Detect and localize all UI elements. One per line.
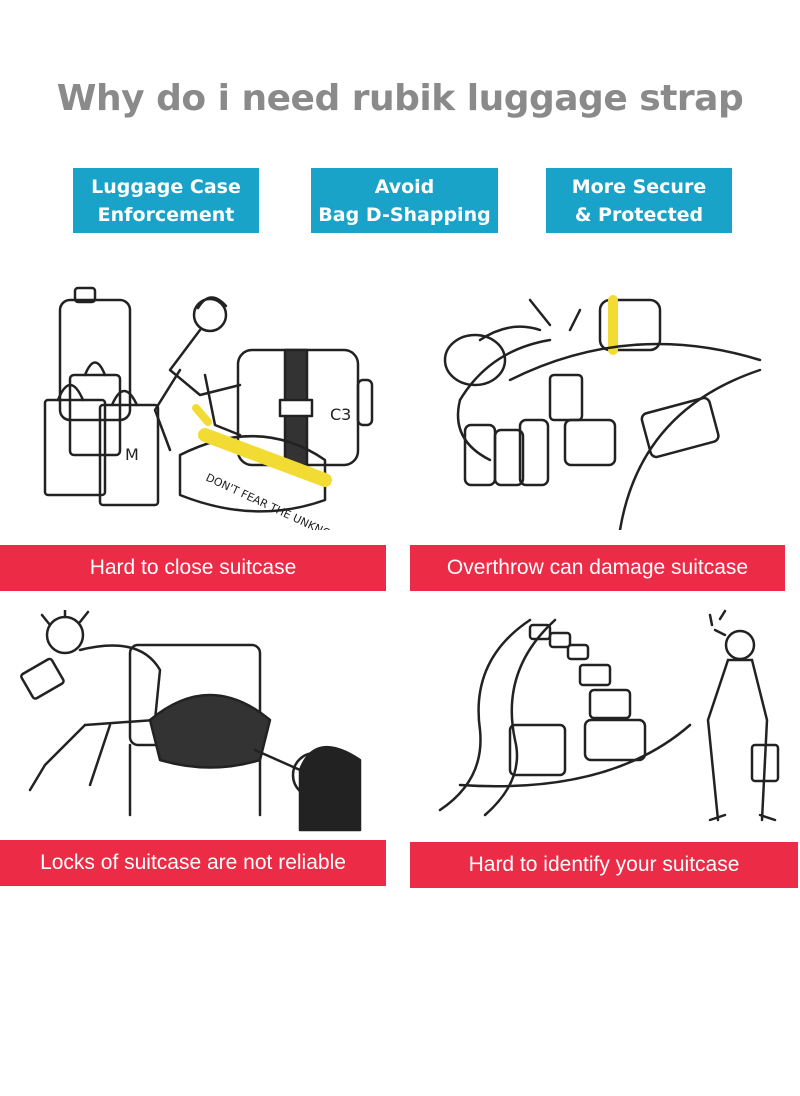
badge-line: & Protected <box>574 203 704 226</box>
illustration-baggage-thrown <box>420 280 780 530</box>
badge-line: Bag D-Shapping <box>318 203 491 226</box>
caption-unreliable-locks: Locks of suitcase are not reliable <box>0 840 386 886</box>
illustration-unreliable-locks <box>20 610 380 835</box>
badge-line: Luggage Case <box>91 175 241 198</box>
badge-more-secure: More Secure & Protected <box>546 168 732 233</box>
badge-avoid-deshaping: Avoid Bag D-Shapping <box>311 168 498 233</box>
illustration-identify-suitcase <box>420 605 780 835</box>
badge-line: More Secure <box>571 175 707 198</box>
badge-luggage-case-enforcement: Luggage Case Enforcement <box>73 168 259 233</box>
caption-overthrow-damage: Overthrow can damage suitcase <box>410 545 785 591</box>
badge-line: Enforcement <box>97 203 235 226</box>
page-title: Why do i need rubik luggage strap <box>56 78 744 119</box>
badge-line: Avoid <box>374 175 435 198</box>
illustration-overpacked-suitcase: M C3 DON'T FEAR THE UNKNOWN <box>30 280 390 530</box>
caption-identify-suitcase: Hard to identify your suitcase <box>410 842 798 888</box>
caption-hard-to-close: Hard to close suitcase <box>0 545 386 591</box>
svg-text:M: M <box>125 445 139 464</box>
svg-text:C3: C3 <box>330 405 351 424</box>
